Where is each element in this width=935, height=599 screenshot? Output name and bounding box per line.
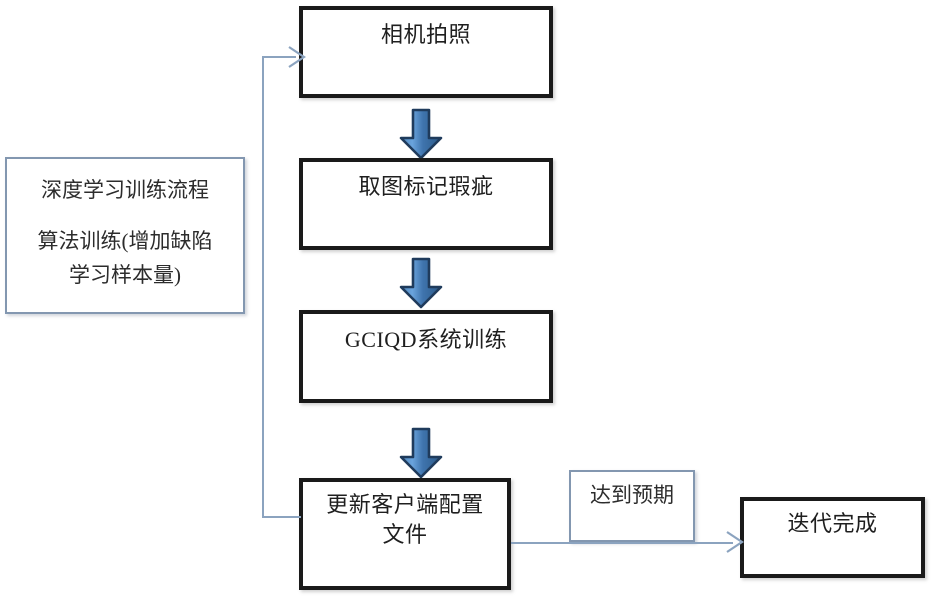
block-arrow-down-3 bbox=[399, 427, 443, 479]
note-line-1: 深度学习训练流程 bbox=[41, 178, 209, 202]
node-gciqd-system-training[interactable]: GCIQD系统训练 bbox=[299, 310, 553, 403]
note-line-3: 学习样本量) bbox=[69, 263, 181, 287]
block-arrow-down-1 bbox=[399, 108, 443, 160]
connector-feedback-vertical bbox=[262, 56, 264, 518]
connector-feedback-top bbox=[262, 56, 296, 58]
arrowhead-feedback-to-camera bbox=[288, 46, 306, 68]
node-iteration-complete[interactable]: 迭代完成 bbox=[740, 497, 925, 578]
node-iteration-complete-label: 迭代完成 bbox=[787, 511, 878, 536]
note-line-2: 算法训练(增加缺陷 bbox=[37, 229, 213, 253]
note-box-training-process: 深度学习训练流程 算法训练(增加缺陷 学习样本量) bbox=[5, 157, 245, 314]
connector-update-to-done bbox=[511, 542, 733, 544]
node-camera-capture[interactable]: 相机拍照 bbox=[299, 6, 553, 98]
block-arrow-down-2 bbox=[399, 257, 443, 309]
arrowhead-to-done bbox=[726, 531, 744, 553]
node-gciqd-system-training-label: GCIQD系统训练 bbox=[344, 327, 508, 352]
node-capture-and-label-defects[interactable]: 取图标记瑕疵 bbox=[299, 158, 553, 250]
node-update-client-config-file[interactable]: 更新客户端配置 文件 bbox=[299, 478, 511, 590]
node-update-client-config-file-label: 更新客户端配置 文件 bbox=[326, 492, 484, 547]
edge-label-meets-expectation: 达到预期 bbox=[590, 483, 674, 507]
node-camera-capture-label: 相机拍照 bbox=[380, 22, 471, 47]
connector-feedback-bottom bbox=[262, 516, 301, 518]
node-capture-and-label-defects-label: 取图标记瑕疵 bbox=[358, 174, 494, 199]
edge-label-box-meets-expectation: 达到预期 bbox=[569, 470, 695, 542]
